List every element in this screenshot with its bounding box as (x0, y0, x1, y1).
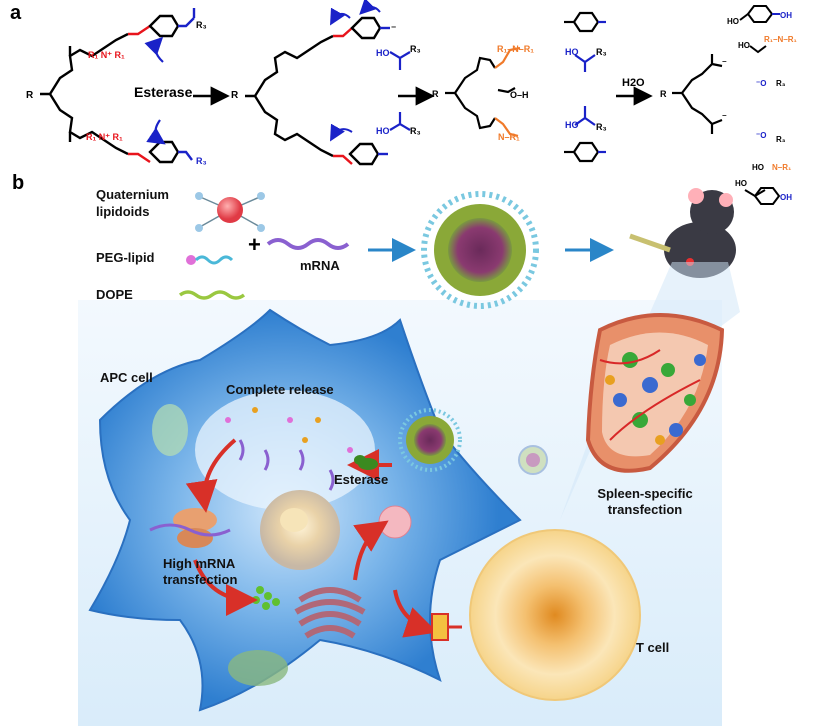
quinone-methide-2 (564, 141, 606, 163)
nanoparticle-entering-icon (398, 408, 462, 472)
svg-text:HO: HO (565, 120, 579, 130)
svg-text:HO: HO (738, 41, 750, 50)
mhc-receptor-icon (431, 613, 462, 641)
molecule-3 (445, 46, 521, 138)
quaternium-lipidoid-icon (195, 192, 265, 232)
nucleus-icon (260, 490, 340, 570)
svg-text:N–R₁: N–R₁ (498, 132, 520, 142)
mitochondrion-icon (152, 404, 188, 456)
high-mrna-transfection-label: High mRNA transfection (163, 556, 238, 587)
attack-arrow-bottom (146, 119, 166, 145)
r-group-label: R (26, 90, 34, 101)
svg-text:R: R (660, 89, 667, 99)
svg-text:HO: HO (565, 47, 579, 57)
svg-text:R₃: R₃ (596, 122, 607, 132)
svg-text:HO: HO (735, 179, 747, 188)
panel-a-label: a (10, 2, 22, 24)
spleen-specific-label: Spleen-specific transfection (597, 486, 693, 517)
legend-quaternium: Quaternium lipidoids (96, 187, 169, 219)
legend-peg-lipid: PEG-lipid (96, 250, 155, 265)
svg-text:R₃: R₃ (410, 44, 421, 54)
acid-1 (389, 51, 411, 70)
panel-b-label: b (12, 172, 25, 194)
quinone-methide-1 (564, 11, 606, 33)
svg-text:R₃: R₃ (596, 47, 607, 57)
svg-text:OH: OH (780, 193, 792, 202)
mrna-icon (266, 238, 350, 250)
svg-text:R₃: R₃ (410, 126, 421, 136)
t-cell-label: T cell (636, 640, 670, 655)
esterase-icon (354, 455, 378, 470)
mitochondrion-icon-2 (228, 650, 288, 686)
dope-icon (178, 290, 246, 300)
svg-text:R₃: R₃ (776, 135, 786, 144)
svg-text:O–H: O–H (510, 90, 529, 100)
svg-text:⁻O: ⁻O (756, 131, 766, 140)
legend-mrna: mRNA (300, 258, 340, 273)
svg-text:R₃: R₃ (196, 20, 207, 30)
svg-text:HO: HO (376, 48, 390, 58)
svg-text:HO: HO (727, 17, 739, 26)
attack-arrow-top (144, 36, 164, 63)
svg-text:R₃: R₃ (776, 79, 786, 88)
svg-text:OH: OH (780, 11, 792, 20)
svg-text:R₃: R₃ (196, 156, 207, 166)
water-label: H2O (622, 77, 645, 89)
nanoparticle-icon (421, 191, 539, 309)
svg-text:R₁–N–R₁: R₁–N–R₁ (497, 44, 534, 54)
molecule-final (672, 54, 723, 134)
apc-cell-label: APC cell (100, 370, 153, 385)
esterase-reaction-label: Esterase (134, 84, 193, 100)
released-components (225, 407, 353, 491)
plus-sign: + (248, 232, 261, 257)
esterase-label: Esterase (334, 472, 389, 487)
er-golgi-icon (294, 587, 366, 639)
small-nanoparticle-icon (518, 445, 548, 475)
r1-label: R₁ N⁺ R₁ (88, 50, 125, 60)
t-cell-icon (469, 529, 641, 701)
release-zone (195, 390, 375, 510)
svg-text:HO: HO (376, 126, 390, 136)
molecule-2 (245, 16, 390, 166)
spleen-icon (585, 313, 725, 473)
svg-text:R₁ N⁺ R₁: R₁ N⁺ R₁ (86, 132, 123, 142)
peg-lipid-icon (186, 255, 234, 265)
complete-release-label: Complete release (226, 382, 334, 397)
svg-text:⁻: ⁻ (722, 58, 727, 68)
svg-text:N–R₁: N–R₁ (772, 163, 792, 172)
svg-text:⁻: ⁻ (722, 112, 727, 122)
svg-text:HO: HO (752, 163, 764, 172)
svg-text:R₁–N–R₁: R₁–N–R₁ (764, 35, 798, 44)
svg-text:⁻O: ⁻O (756, 79, 766, 88)
r-group-label-2: R (231, 90, 239, 101)
svg-text:R: R (432, 89, 439, 99)
ribosome-icon (149, 508, 231, 548)
legend-dope: DOPE (96, 287, 133, 302)
vesicle-icon (378, 505, 412, 539)
svg-text:⁻: ⁻ (391, 24, 396, 35)
